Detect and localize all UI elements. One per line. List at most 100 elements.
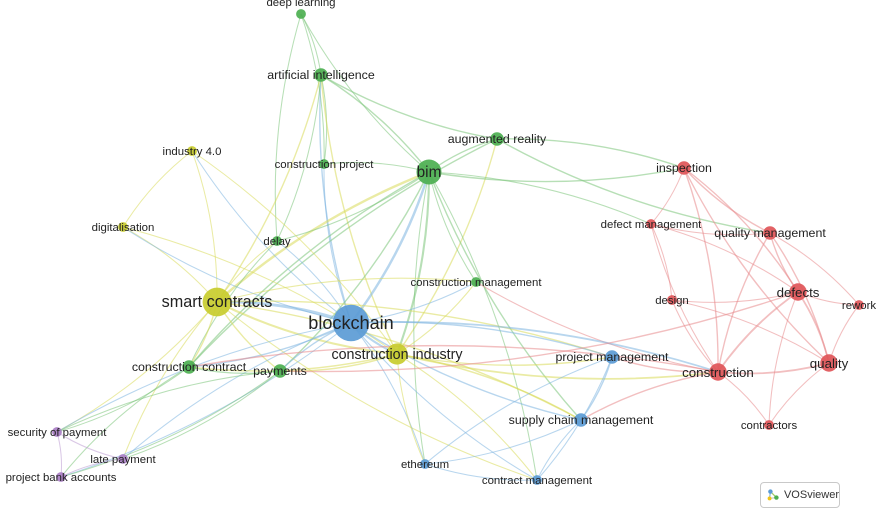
node-payments[interactable] — [273, 364, 287, 378]
node-construction-management[interactable] — [471, 277, 481, 287]
node-ethereum[interactable] — [420, 459, 430, 469]
node-artificial-intelligence[interactable] — [314, 68, 328, 82]
node-late-payment[interactable] — [118, 454, 128, 464]
edge-inspection-construction — [683, 167, 719, 373]
label-augmented-reality[interactable]: augmented reality — [448, 132, 547, 146]
edge-blockchain-security-of-payment — [56, 322, 352, 433]
label-payments[interactable]: payments — [253, 364, 307, 378]
label-artificial-intelligence[interactable]: artificial intelligence — [267, 68, 375, 82]
node-deep-learning[interactable] — [296, 9, 306, 19]
edge-ethereum-contract-management — [424, 463, 538, 481]
label-inspection[interactable]: inspection — [656, 161, 712, 175]
edge-artificial-intelligence-augmented-reality — [320, 74, 498, 140]
edge-quality-construction — [717, 362, 830, 375]
edge-bim-construction-contract — [188, 171, 430, 368]
node-construction-industry[interactable] — [386, 343, 408, 365]
node-quality-management[interactable] — [763, 226, 777, 240]
edge-deep-learning-construction-project — [300, 13, 325, 165]
badge-label: VOSviewer — [783, 489, 839, 501]
edge-construction-construction-contract — [188, 344, 719, 373]
label-quality[interactable]: quality — [810, 356, 849, 371]
edge-artificial-intelligence-bim — [320, 74, 430, 173]
edge-blockchain-contract-management — [350, 322, 538, 481]
edge-project-management-ethereum — [424, 356, 613, 465]
edge-defect-management-design — [650, 223, 673, 301]
label-industry-4-0[interactable]: industry 4.0 — [163, 146, 222, 158]
label-security-of-payment[interactable]: security of payment — [8, 427, 108, 439]
label-smart-contracts[interactable]: smart contracts — [162, 293, 273, 311]
label-defect-management[interactable]: defect management — [601, 219, 703, 231]
node-augmented-reality[interactable] — [490, 132, 504, 146]
node-blockchain[interactable] — [332, 304, 370, 342]
label-rework[interactable]: rework — [842, 300, 876, 312]
node-delay[interactable] — [272, 236, 282, 246]
edge-rework-quality — [828, 304, 860, 364]
edge-quality-management-rework — [769, 232, 860, 306]
node-contractors[interactable] — [764, 420, 774, 430]
edge-bim-inspection — [428, 167, 685, 183]
label-construction-project[interactable]: construction project — [275, 159, 375, 171]
edge-project-management-construction — [611, 356, 719, 373]
label-contractors[interactable]: contractors — [741, 420, 798, 432]
node-bim[interactable] — [416, 159, 442, 185]
node-supply-chain-management[interactable] — [574, 413, 588, 427]
label-construction-contract[interactable]: construction contract — [132, 360, 247, 374]
label-contract-management[interactable]: contract management — [482, 475, 593, 487]
edge-construction-management-construction-industry — [396, 281, 477, 355]
node-defect-management[interactable] — [646, 219, 656, 229]
node-defects[interactable] — [789, 283, 807, 301]
edge-inspection-quality-management — [683, 167, 771, 234]
edge-blockchain-supply-chain-management — [350, 322, 582, 421]
label-delay[interactable]: delay — [263, 236, 291, 248]
node-industry-4-0[interactable] — [187, 146, 197, 156]
label-defects[interactable]: defects — [777, 285, 820, 300]
node-digitalisation[interactable] — [118, 222, 128, 232]
edge-defects-contractors — [768, 291, 799, 426]
edges-layer — [56, 13, 860, 481]
edge-smart-contracts-construction-industry — [216, 301, 398, 356]
label-late-payment[interactable]: late payment — [90, 454, 156, 466]
node-smart-contracts[interactable] — [202, 287, 232, 317]
edge-supply-chain-management-ethereum — [424, 419, 582, 465]
edge-bim-construction-management — [428, 171, 477, 283]
label-bim[interactable]: bim — [417, 164, 442, 181]
node-construction-contract[interactable] — [182, 360, 196, 374]
label-deep-learning[interactable]: deep learning — [266, 0, 335, 9]
node-construction[interactable] — [709, 363, 727, 381]
edge-supply-chain-management-construction — [580, 371, 719, 421]
label-project-management[interactable]: project management — [556, 350, 670, 364]
label-quality-management[interactable]: quality management — [714, 226, 826, 240]
vosviewer-badge[interactable]: VOSviewer — [760, 482, 840, 508]
node-inspection[interactable] — [677, 161, 691, 175]
edge-bim-defect-management — [428, 171, 652, 225]
edge-quality-contractors — [768, 362, 830, 426]
edge-construction-industry-construction — [396, 353, 719, 380]
node-quality[interactable] — [820, 354, 838, 372]
edge-construction-project-blockchain — [323, 163, 352, 324]
node-contract-management[interactable] — [532, 475, 542, 485]
label-construction-management[interactable]: construction management — [410, 277, 542, 289]
node-rework[interactable] — [854, 300, 864, 310]
edge-artificial-intelligence-delay — [276, 74, 322, 242]
edge-inspection-quality — [683, 167, 830, 364]
node-security-of-payment[interactable] — [52, 427, 62, 437]
edge-blockchain-late-payment — [122, 322, 352, 460]
node-project-management[interactable] — [605, 350, 619, 364]
edge-bim-contract-management — [428, 171, 538, 481]
label-supply-chain-management[interactable]: supply chain management — [509, 413, 654, 427]
label-project-bank-accounts[interactable]: project bank accounts — [6, 472, 117, 484]
node-project-bank-accounts[interactable] — [56, 472, 66, 482]
edge-construction-contract-project-bank-accounts — [60, 366, 190, 478]
edge-defects-quality — [797, 291, 830, 364]
label-construction-industry[interactable]: construction industry — [331, 347, 463, 363]
label-ethereum[interactable]: ethereum — [401, 459, 449, 471]
node-construction-project[interactable] — [319, 159, 329, 169]
label-construction[interactable]: construction — [682, 365, 754, 380]
label-digitalisation[interactable]: digitalisation — [92, 222, 155, 234]
label-blockchain[interactable]: blockchain — [308, 313, 394, 333]
edge-quality-management-construction — [717, 232, 771, 373]
node-design[interactable] — [667, 295, 677, 305]
label-design[interactable]: design — [655, 295, 689, 307]
edge-augmented-reality-construction-contract — [188, 138, 498, 368]
